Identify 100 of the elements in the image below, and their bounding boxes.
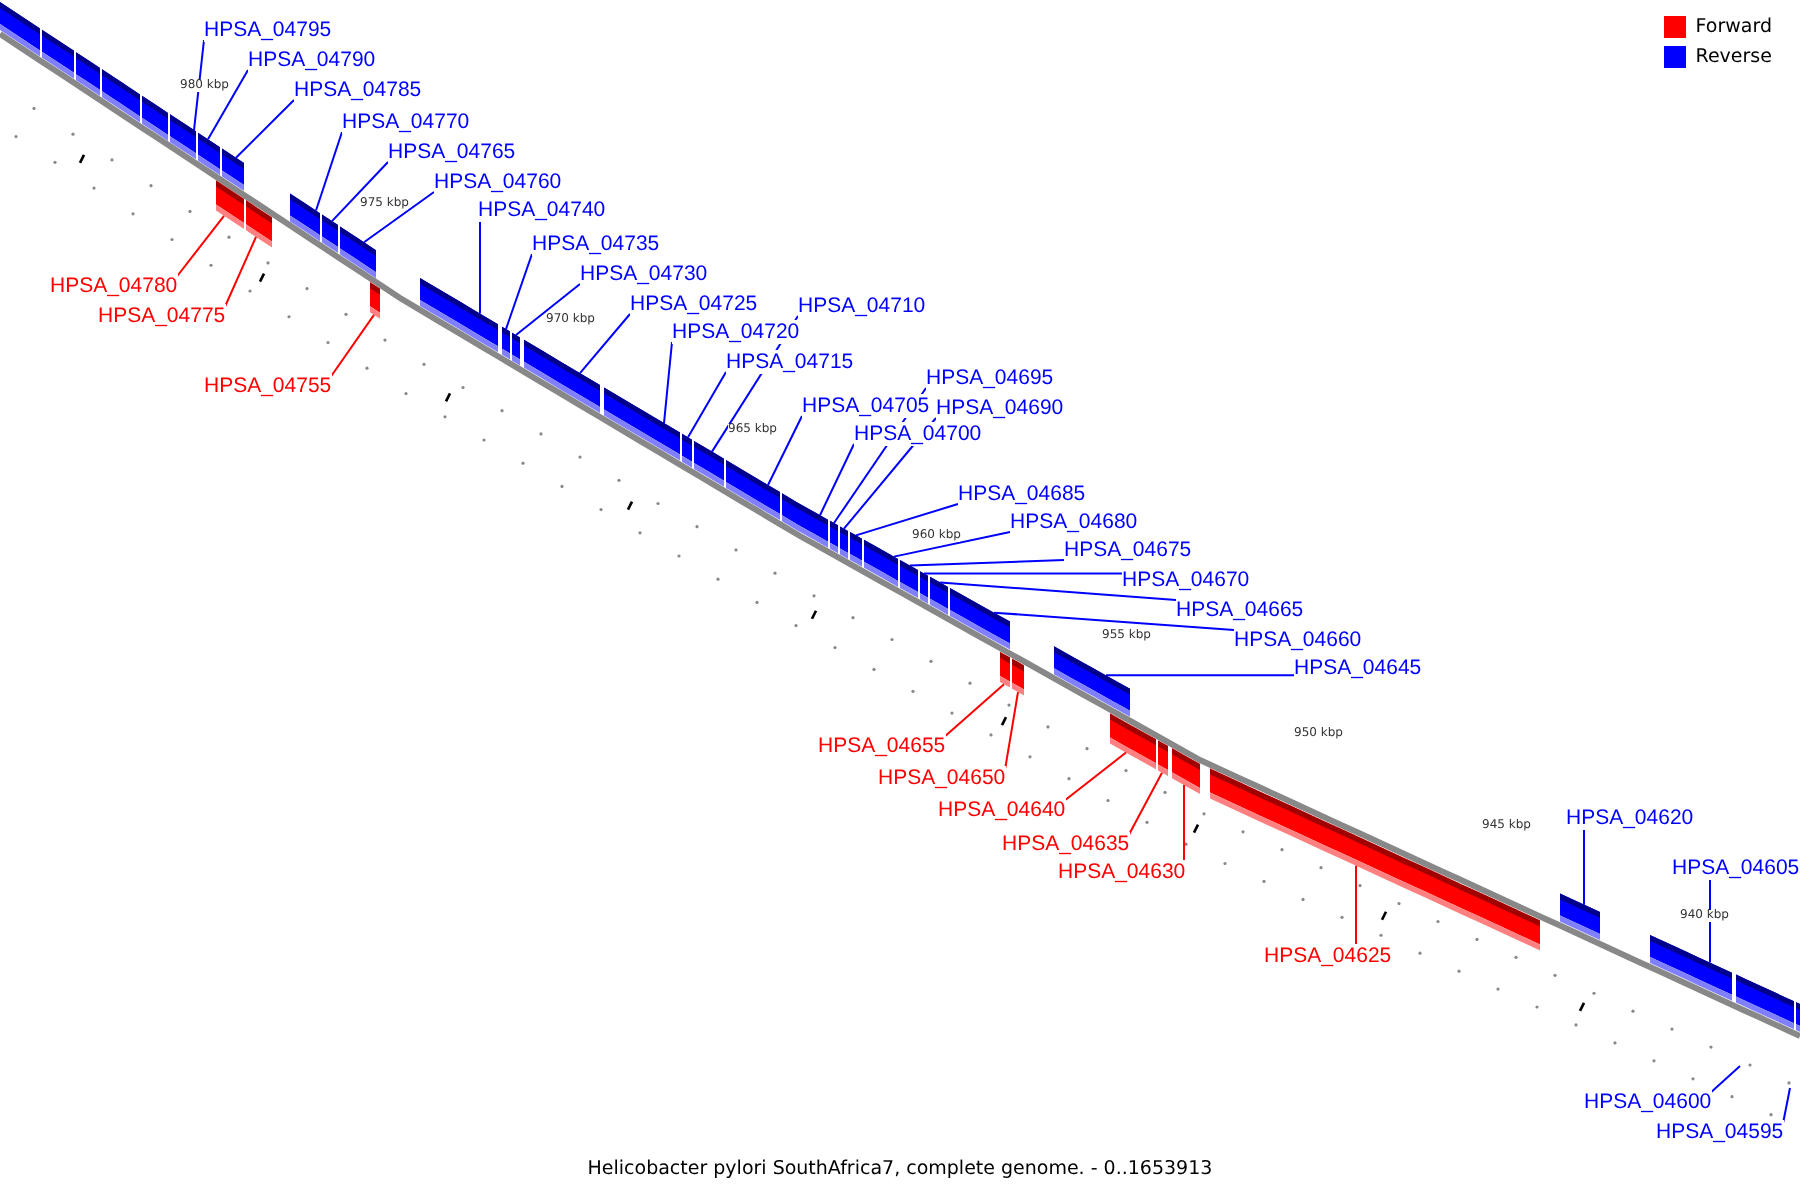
gene-label: HPSA_04625: [1264, 944, 1392, 968]
gene-block: [524, 339, 600, 413]
leader-line: [1064, 751, 1127, 801]
leader-line: [1583, 827, 1585, 906]
gene-label: HPSA_04640: [938, 798, 1066, 822]
leader-line: [993, 611, 1235, 631]
leader-line: [505, 253, 533, 331]
gene-label: HPSA_04685: [958, 482, 1086, 506]
gene-label: HPSA_04735: [532, 232, 660, 256]
leader-line: [579, 313, 631, 375]
gene-block: [1736, 974, 1794, 1030]
gene-label: HPSA_04765: [388, 140, 516, 164]
gene-block: [1560, 893, 1600, 940]
gene-block: [920, 571, 928, 604]
gene-label: HPSA_04775: [98, 304, 226, 328]
gene-block: [246, 200, 272, 248]
gene-label: HPSA_04635: [1002, 832, 1130, 856]
gene-label: HPSA_04780: [50, 274, 178, 298]
gene-block: [682, 433, 692, 468]
leader-line: [235, 99, 295, 159]
gene-label: HPSA_04730: [580, 262, 708, 286]
leader-line: [1128, 771, 1163, 835]
leader-line: [1105, 674, 1295, 677]
gene-label: HPSA_04620: [1566, 806, 1694, 830]
leader-line: [663, 341, 673, 425]
leader-line: [176, 214, 225, 277]
gene-label: HPSA_04770: [342, 110, 470, 134]
gene-label: HPSA_04675: [1064, 538, 1192, 562]
caption: Helicobacter pylori SouthAfrica7, complete genome. - 0..1653913: [587, 1156, 1213, 1184]
leader-line: [767, 415, 803, 486]
gene-label: HPSA_04695: [926, 366, 1054, 390]
gene-block: [502, 326, 510, 360]
leader-line: [687, 371, 727, 439]
gene-block: [76, 52, 100, 96]
leader-line: [207, 69, 249, 141]
gene-block: [1210, 768, 1540, 951]
gene-label: HPSA_04795: [204, 18, 332, 42]
gene-label: HPSA_04790: [248, 48, 376, 72]
gene-label: HPSA_04595: [1656, 1120, 1784, 1144]
gene-label: HPSA_04760: [434, 170, 562, 194]
gene-label: HPSA_04710: [798, 294, 926, 318]
gene-block: [830, 520, 838, 554]
leader-line: [893, 531, 1011, 558]
gene-block: [1000, 652, 1010, 688]
gene-block: [198, 132, 220, 176]
gene-label: HPSA_04650: [878, 766, 1006, 790]
leader-line: [479, 219, 481, 315]
leader-line: [315, 131, 343, 212]
gene-label: HPSA_04725: [630, 292, 758, 316]
gene-block: [726, 459, 780, 521]
gene-block: [222, 148, 244, 192]
leader-line: [224, 235, 257, 307]
gene-block: [604, 387, 680, 461]
leader-line: [1710, 1065, 1741, 1093]
leader-line: [1004, 691, 1019, 769]
gene-block: [850, 532, 862, 567]
legend-label: Reverse: [1695, 47, 1772, 67]
gene-block: [142, 95, 168, 141]
gene-label: HPSA_04655: [818, 734, 946, 758]
leader-line: [1355, 864, 1357, 947]
gene-block: [322, 214, 338, 254]
leader-line: [939, 581, 1177, 601]
gene-label: HPSA_04720: [672, 320, 800, 344]
gene-block: [512, 332, 520, 366]
gene-label: HPSA_04715: [726, 350, 854, 374]
gene-label: HPSA_04755: [204, 374, 332, 398]
leader-line: [1782, 1087, 1791, 1123]
gene-label: HPSA_04630: [1058, 860, 1186, 884]
gene-label: HPSA_04705: [802, 394, 930, 418]
leader-line: [363, 191, 435, 244]
gene-label: HPSA_04740: [478, 198, 606, 222]
gene-block: [1012, 658, 1024, 696]
leader-line: [330, 313, 375, 377]
leader-line: [193, 39, 205, 132]
leader-line: [944, 683, 1005, 737]
gene-block: [1054, 646, 1130, 717]
gene-block: [950, 588, 1010, 650]
gene-label: HPSA_04670: [1122, 568, 1250, 592]
leader-line: [855, 503, 959, 537]
gene-block: [0, 2, 40, 57]
legend-label: Forward: [1695, 17, 1772, 37]
leader-line: [515, 283, 581, 336]
leader-line: [1709, 877, 1711, 964]
gene-label: HPSA_04665: [1176, 598, 1304, 622]
gene-label: HPSA_04645: [1294, 656, 1422, 680]
gene-block: [370, 282, 380, 319]
gene-block: [1158, 740, 1168, 777]
gene-label: HPSA_04700: [854, 422, 982, 446]
gene-block: [1650, 935, 1732, 1001]
gene-label: HPSA_04680: [1010, 510, 1138, 534]
gene-block: [420, 277, 498, 353]
gene-label: HPSA_04660: [1234, 628, 1362, 652]
leader-line: [819, 443, 855, 517]
gene-block: [170, 114, 196, 160]
gene-label: HPSA_04690: [936, 396, 1064, 420]
gene-block: [840, 526, 848, 559]
gene-block: [1172, 748, 1200, 794]
leader-line: [1183, 784, 1185, 863]
gene-label: HPSA_04785: [294, 78, 422, 102]
leader-line: [331, 161, 389, 223]
